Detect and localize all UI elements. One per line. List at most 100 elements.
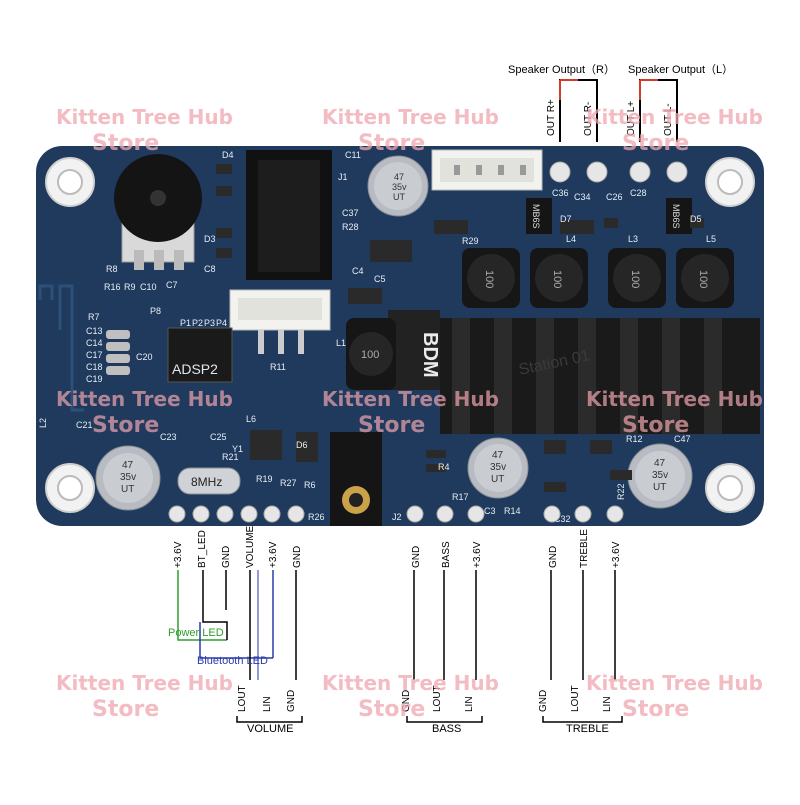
ref-c36: C36 <box>552 188 569 198</box>
ref-r7: R7 <box>88 312 100 322</box>
capacitor-right <box>627 443 693 509</box>
crystal-label: 8MHz <box>191 475 222 489</box>
ref-p4: P4 <box>216 318 227 328</box>
ref-c47: C47 <box>674 434 691 444</box>
watermark-1: Kitten Tree Hub Store <box>56 105 233 156</box>
ref-p3: P3 <box>204 318 215 328</box>
svg-text:Store: Store <box>358 413 425 438</box>
silkscreen-labels: D4 J1 C11 C37 R28 D3 R8 C8 C7 R16 R9 C10… <box>38 150 716 524</box>
svg-text:Kitten Tree Hub: Kitten Tree Hub <box>586 387 763 411</box>
pin-label-treble-2: TREBLE <box>579 529 590 568</box>
bass-block-title: BASS <box>432 723 461 735</box>
pin-label-left-6: GND <box>292 546 303 568</box>
speaker-output-pads <box>549 161 688 183</box>
treble-pin-lin: LIN <box>602 696 613 712</box>
inductor-l1 <box>346 318 396 390</box>
ref-c3: C3 <box>484 506 496 516</box>
inductor-l5 <box>608 248 666 308</box>
ref-r26: R26 <box>308 512 325 522</box>
watermark-2: Kitten Tree Hub Store <box>322 105 499 156</box>
capacitor-c11-brand: UT <box>393 192 405 202</box>
svg-text:Kitten Tree Hub: Kitten Tree Hub <box>56 105 233 129</box>
svg-text:Store: Store <box>92 413 159 438</box>
wiring <box>177 570 623 723</box>
bridge-rectifier-1 <box>526 198 552 234</box>
dc-power-jack <box>246 150 332 280</box>
svg-text:Kitten Tree Hub: Kitten Tree Hub <box>56 671 233 695</box>
pin-label-treble-1: GND <box>548 546 559 568</box>
pin-label-left-3: GND <box>221 546 232 568</box>
ref-c10: C10 <box>140 282 157 292</box>
ref-j1: J1 <box>338 172 348 182</box>
ref-r12: R12 <box>626 434 643 444</box>
ref-j2: J2 <box>392 512 402 522</box>
inductor-l3 <box>530 248 588 308</box>
ref-r27: R27 <box>280 478 297 488</box>
inductor-l4 <box>462 248 520 308</box>
ref-r19: R19 <box>256 474 273 484</box>
rotary-potentiometer <box>114 154 202 270</box>
treble-block-title: TREBLE <box>566 723 609 735</box>
ref-c28: C28 <box>630 188 647 198</box>
capacitor-mid-brand: UT <box>491 474 504 485</box>
volume-pin-lin: LIN <box>262 696 273 712</box>
ref-r21: R21 <box>222 452 239 462</box>
ref-p2: P2 <box>192 318 203 328</box>
crystal <box>177 467 241 495</box>
svg-text:Store: Store <box>622 413 689 438</box>
capacitor-left-voltage: 35v <box>120 472 136 483</box>
capacitor-left-brand: UT <box>121 484 134 495</box>
ref-c20: C20 <box>136 352 153 362</box>
mounting-holes <box>45 157 755 513</box>
svg-text:Store: Store <box>622 697 689 722</box>
capacitor-right-brand: UT <box>653 482 666 493</box>
smd-components <box>106 164 704 492</box>
watermark-7: Kitten Tree Hub Store <box>56 671 233 722</box>
power-led-label: Power LED <box>168 627 224 639</box>
ref-c26: C26 <box>606 192 623 202</box>
ref-c37: C37 <box>342 208 359 218</box>
capacitor-mid-voltage: 35v <box>490 462 506 473</box>
inductor-l5-label: 100 <box>629 270 641 288</box>
svg-text:Kitten Tree Hub: Kitten Tree Hub <box>322 671 499 695</box>
ref-r17: R17 <box>452 492 469 502</box>
ref-l6: L6 <box>246 414 256 424</box>
ref-c19: C19 <box>86 374 103 384</box>
capacitor-c11 <box>367 155 429 217</box>
ref-d3: D3 <box>204 234 216 244</box>
pin-label-bass-1: GND <box>411 546 422 568</box>
amp-ic <box>388 310 440 390</box>
ref-l4: L4 <box>566 234 576 244</box>
ref-c11: C11 <box>345 150 361 160</box>
ref-d5: D5 <box>690 214 702 224</box>
ref-y1: Y1 <box>232 444 243 454</box>
ref-l2: L2 <box>38 418 48 428</box>
ref-r9: R9 <box>124 282 136 292</box>
ref-c8: C8 <box>204 264 216 274</box>
connector-top-4pin <box>431 149 543 191</box>
watermark-3: Kitten Tree Hub Store <box>586 105 763 156</box>
audio-jack <box>330 432 382 526</box>
bass-pin-lin: LIN <box>464 696 475 712</box>
dsp-chip-label: ADSP2 <box>172 361 218 377</box>
ref-p1: P1 <box>180 318 191 328</box>
ref-c21: C21 <box>76 420 93 430</box>
ref-l3: L3 <box>628 234 638 244</box>
svg-text:Store: Store <box>92 697 159 722</box>
ref-c17: C17 <box>86 350 103 360</box>
ref-r14: R14 <box>504 506 521 516</box>
pin-label-bass-3: +3.6V <box>472 541 483 568</box>
antenna-trace <box>38 284 84 412</box>
ref-p8: P8 <box>150 306 161 316</box>
inductor-l3-label: 100 <box>551 270 563 288</box>
ref-r11: R11 <box>270 362 286 372</box>
watermark-8: Kitten Tree Hub Store <box>322 671 499 722</box>
heatsink <box>440 318 760 434</box>
ref-r16: R16 <box>104 282 121 292</box>
pin-label-left-1: +3.6V <box>173 541 184 568</box>
capacitor-right-voltage: 35v <box>652 470 668 481</box>
dsp-chip <box>167 327 233 383</box>
watermark-9: Kitten Tree Hub Store <box>586 671 763 722</box>
capacitor-left <box>95 445 161 511</box>
speaker-output-left-label: Speaker Output（L） <box>628 63 733 76</box>
